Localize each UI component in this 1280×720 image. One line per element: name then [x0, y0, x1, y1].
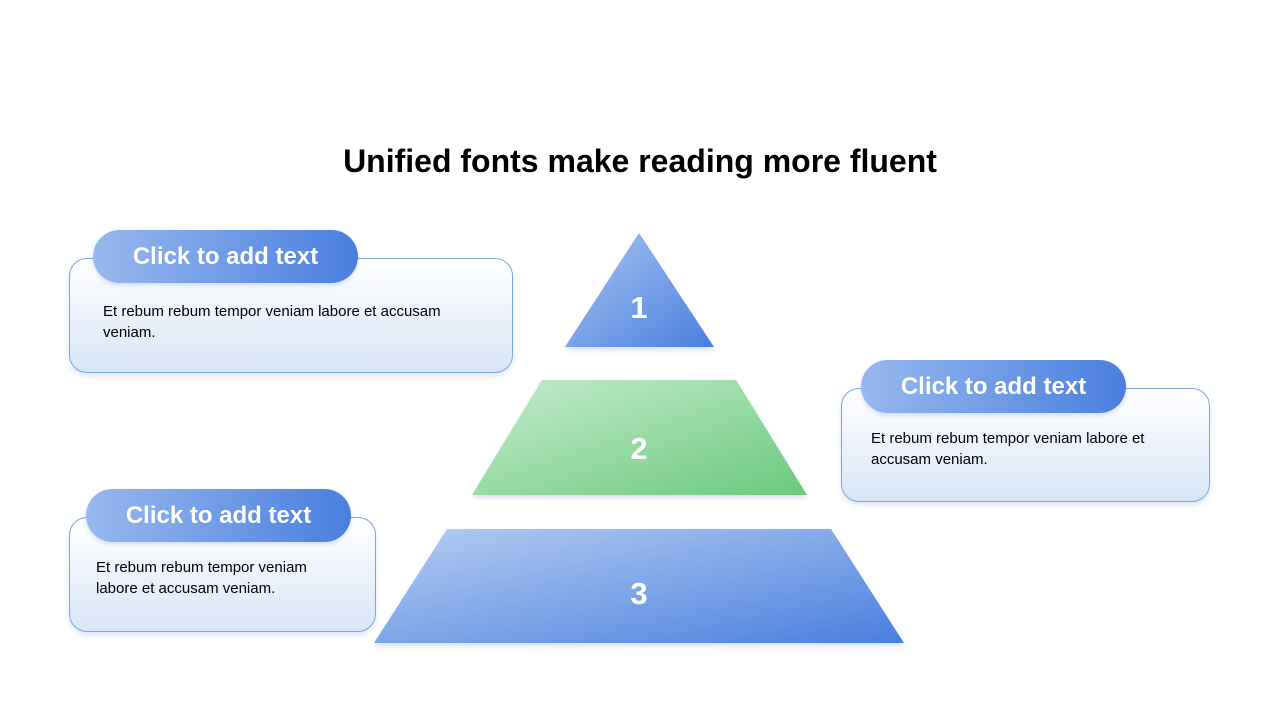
pyramid-tier-3[interactable]: 3	[374, 529, 904, 643]
slide-title: Unified fonts make reading more fluent	[343, 143, 937, 179]
text-card-2-body[interactable]: Et rebum rebum tempor veniam labore et a…	[871, 430, 1145, 468]
pyramid-tier-1-shape[interactable]	[565, 233, 714, 347]
pyramid-tier-1[interactable]: 1	[565, 233, 714, 347]
text-card-3-body[interactable]: Et rebum rebum tempor veniam labore et a…	[96, 559, 307, 597]
pyramid-tier-2-shape[interactable]	[472, 380, 807, 495]
text-card-1-heading[interactable]: Click to add text	[93, 230, 358, 283]
pyramid-tier-2-label: 2	[630, 431, 647, 466]
pyramid-tier-3-shape[interactable]	[374, 529, 904, 643]
text-card-2-heading[interactable]: Click to add text	[861, 360, 1126, 413]
text-card-1-body[interactable]: Et rebum rebum tempor veniam labore et a…	[103, 303, 441, 341]
pyramid-tier-1-label: 1	[630, 290, 647, 325]
text-card-3-heading[interactable]: Click to add text	[86, 489, 351, 542]
pyramid-tier-2[interactable]: 2	[472, 380, 807, 495]
pyramid-tier-3-label: 3	[630, 576, 647, 611]
